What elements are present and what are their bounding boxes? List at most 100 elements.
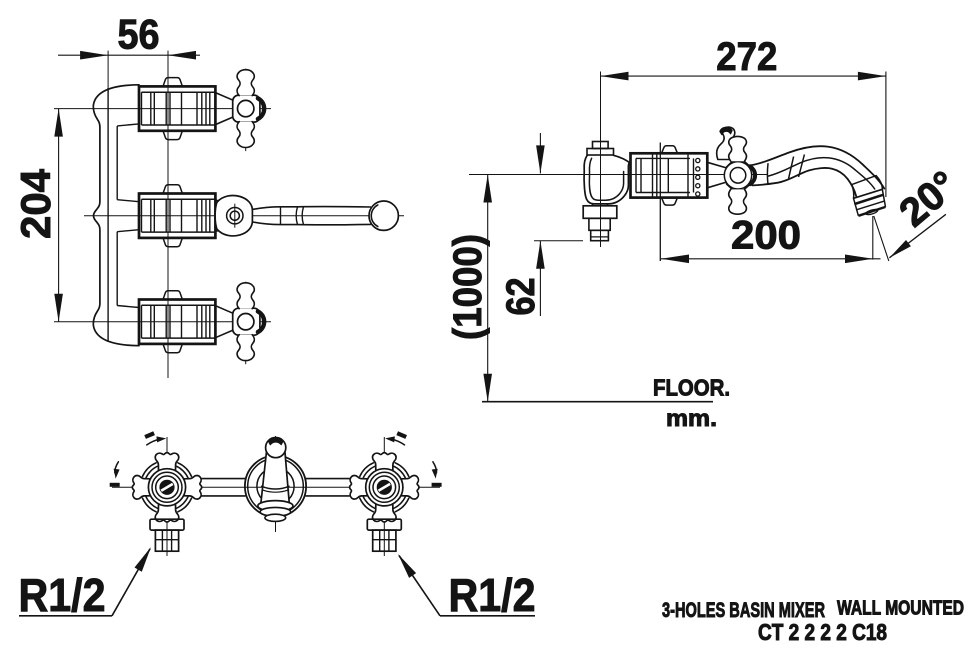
mounting-type: WALL MOUNTED [837, 598, 964, 620]
dimension-arrowhead [536, 240, 545, 269]
cross-handle-side [231, 68, 267, 152]
finial-cap [267, 437, 284, 446]
handle-front-cap [748, 164, 758, 187]
dim-62-label: 62 [499, 278, 543, 316]
escutcheon-rect [137, 298, 217, 346]
lever-boss [214, 194, 254, 237]
r12-left-label: R1/2 [19, 569, 106, 621]
angle-reference-line [873, 215, 890, 262]
aerator-outlet [865, 208, 879, 216]
connector-thread [371, 529, 397, 553]
handle-rotation-arrows [109, 431, 167, 487]
dimension-arrowhead [54, 108, 63, 137]
spout-tube-front [259, 450, 291, 509]
spout-inner-line [767, 156, 876, 190]
handle-lobe [154, 451, 180, 472]
dimension-272: 272 [600, 35, 886, 81]
cross-handle-front [348, 451, 420, 553]
inlet-thread [589, 229, 610, 242]
aerator-ring [264, 513, 287, 523]
dimension-62: 62 [499, 133, 583, 316]
handle-lobe [371, 451, 397, 472]
manifold-body-outline [92, 83, 140, 347]
lever-rod [251, 205, 372, 211]
rotation-arrowhead [385, 436, 395, 443]
model-code: CT 2 2 2 2 C18 [758, 619, 887, 645]
handle-lobe [183, 474, 203, 500]
handle-ring-scallop [359, 497, 375, 513]
handle-lobe [400, 474, 420, 500]
dim-200-label: 200 [731, 214, 801, 258]
cross-handle-front [131, 451, 203, 553]
index-dash [396, 431, 408, 439]
handle-ring-scallop [141, 462, 157, 478]
spout-front [243, 436, 307, 523]
handle-arm [236, 282, 256, 310]
handle-front-cap [255, 96, 267, 122]
valve-cartridge [137, 76, 237, 141]
dimension-20deg: 20° [889, 162, 966, 259]
finial-cap [719, 126, 733, 136]
units-label: mm. [666, 405, 717, 431]
dimension-arrowhead [600, 71, 629, 81]
dimension-1000: (1000) [446, 174, 582, 402]
handle-arm [236, 68, 256, 97]
handle-ring-scallop [177, 462, 193, 478]
rotation-arrowhead [431, 468, 438, 479]
dimension-arrowhead [398, 554, 417, 578]
handle-arm [727, 188, 748, 215]
thread-callout-right: R1/2 [398, 554, 536, 622]
view-front: R1/2 R1/2 [18, 431, 536, 622]
handle-front-cap [255, 309, 267, 335]
handle-lobe [348, 474, 369, 500]
rotation-arrowhead [156, 436, 167, 443]
supply-elbow [582, 140, 632, 242]
dimension-56: 56 [58, 10, 200, 60]
handle-rotation-arrows [385, 431, 442, 487]
handle-arm [727, 135, 748, 162]
handle-ring-scallop [141, 497, 157, 513]
handle-hub [236, 99, 255, 118]
handle-ring-scallop [359, 462, 375, 478]
dim-20deg-label: 20° [891, 163, 966, 236]
handle-lobe [154, 503, 180, 523]
handle-lobe [131, 474, 151, 500]
aerator-rim [858, 205, 886, 217]
handle-ring-scallop [177, 497, 193, 513]
dimension-arrowhead [857, 71, 886, 81]
screw-slot [160, 482, 174, 492]
spout-elevation [749, 145, 887, 217]
product-name: 3-HOLES BASIN MIXER [662, 598, 825, 622]
screw-slot [377, 482, 391, 492]
escutcheon-rect [629, 151, 709, 199]
escutcheon-rect [137, 85, 217, 133]
r12-right-label: R1/2 [449, 569, 536, 621]
connector-thread [154, 529, 180, 553]
dim-1000-label: (1000) [446, 234, 490, 340]
cross-handle-side [231, 281, 267, 365]
view-side-profile: 56 204 [12, 10, 404, 378]
dimension-arrowhead [168, 50, 196, 60]
view-elevation: 272 20° 200 (1000) 62 FLOOR. mm. [446, 35, 967, 432]
dim-272-label: 272 [716, 35, 777, 79]
dimension-arrowhead [536, 145, 545, 174]
lever-handle-side [214, 194, 400, 237]
handle-ring-scallop [394, 497, 410, 513]
dimension-arrowhead [661, 254, 689, 264]
dimension-arrowhead [54, 293, 63, 322]
handle-ring-scallop [394, 462, 410, 478]
index-dash [144, 431, 155, 439]
dimension-200: 200 [661, 213, 881, 264]
spout-top-outline [749, 145, 886, 190]
valve-body-side [629, 145, 728, 206]
dimension-arrowhead [483, 373, 492, 402]
dimension-204: 204 [12, 108, 63, 322]
thread-callout-left: R1/2 [18, 547, 151, 622]
lever-ball-end [368, 200, 400, 232]
floor-label: FLOOR. [653, 375, 730, 401]
cross-handle-elevation [715, 126, 758, 215]
dimension-arrowhead [80, 50, 109, 60]
dimension-arrowhead [134, 547, 151, 572]
